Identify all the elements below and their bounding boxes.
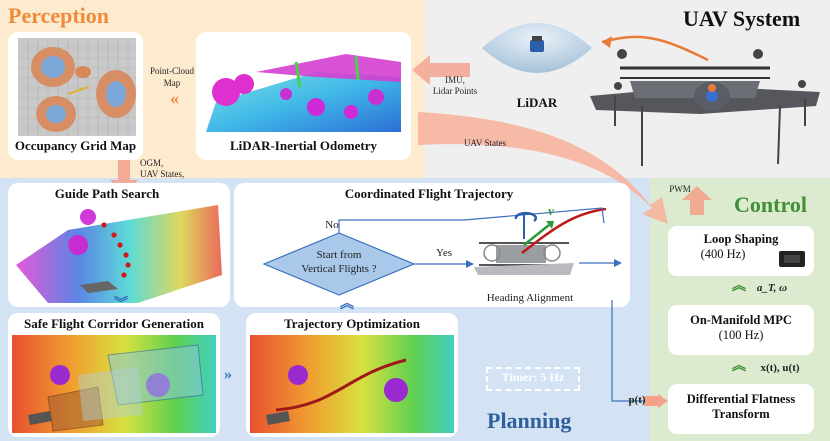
dft-box: Differential Flatness Transform (668, 384, 814, 434)
pointcloud-label-2: Map (163, 78, 181, 88)
sfc-to-traj-chevron: » (224, 366, 232, 383)
mpc-chevron: ︽ (732, 359, 746, 374)
mpc-title: On-Manifold MPC (690, 313, 792, 327)
lio-box: LiDAR-Inertial Odometry (196, 32, 411, 160)
traj-opt-box: Trajectory Optimization (246, 313, 458, 437)
decision-line-1: Start from (316, 249, 362, 261)
at-omega-label: a_T, ω (756, 282, 788, 294)
traj-opt-image (250, 335, 454, 433)
lidar-label: LiDAR (516, 95, 558, 110)
sfc-caption: Safe Flight Corridor Generation (24, 316, 204, 331)
loop-shaping-title: Loop Shaping (703, 232, 779, 246)
pwm-flow-arrow (682, 186, 712, 215)
velocity-symbol: v (548, 203, 554, 218)
ogm-label-2: UAV States, (140, 169, 185, 179)
coordinated-flight-box: Coordinated Flight Trajectory No Yes Sta… (234, 183, 630, 307)
perception-title: Perception (8, 3, 110, 28)
heading-caption: Heading Alignment (486, 292, 574, 304)
uav-states-label: UAV States (464, 138, 506, 148)
lidar-sensor-image (482, 23, 592, 73)
loop-shaping-rate: (400 Hz) (700, 247, 746, 261)
imu-label-1: IMU, (445, 75, 465, 85)
sfc-box: Safe Flight Corridor Generation (8, 313, 220, 437)
traj-to-coordinated-chevron: ︽ (340, 297, 354, 312)
traj-opt-caption: Trajectory Optimization (284, 316, 420, 331)
no-label: No (325, 219, 339, 231)
imu-flow-arrow (412, 55, 470, 85)
sfc-image (12, 335, 216, 433)
planning-title: Planning (487, 408, 572, 433)
timer-label: Timer: 5 Hz (501, 370, 565, 384)
lio-pointcloud-image (206, 54, 401, 132)
pt-label: p(t) (628, 394, 646, 406)
guide-path-box: Guide Path Search (8, 183, 230, 307)
yes-label: Yes (435, 247, 452, 259)
loop-chevron: ︽ (732, 279, 746, 294)
pt-arrow (611, 300, 668, 408)
pointcloud-chevron: « (170, 88, 179, 108)
guide-to-sfc-chevron: ︾ (114, 297, 128, 312)
uav-drone-image (590, 35, 820, 166)
lio-caption: LiDAR-Inertial Odometry (230, 138, 377, 153)
guide-path-image (16, 205, 222, 303)
coordinated-caption: Coordinated Flight Trajectory (344, 186, 514, 201)
occupancy-grid-box: Occupancy Grid Map (8, 32, 143, 160)
dft-title-2: Transform (712, 407, 770, 421)
guide-path-caption: Guide Path Search (54, 186, 160, 201)
timer-badge (486, 367, 580, 391)
coordinated-flow-diagram (262, 207, 622, 296)
ogm-label-1: OGM, (140, 158, 164, 168)
uav-system-title: UAV System (683, 6, 801, 31)
imu-label-2: Lidar Points (432, 86, 478, 96)
uav-states-flow-arrow (418, 112, 668, 224)
decision-line-2: Vertical Flights ? (301, 263, 377, 275)
dft-title-1: Differential Flatness (686, 392, 796, 406)
flight-controller-icon (779, 251, 805, 267)
loop-shaping-box: Loop Shaping (400 Hz) (668, 226, 814, 276)
occupancy-grid-caption: Occupancy Grid Map (14, 138, 137, 153)
mpc-rate: (100 Hz) (718, 328, 764, 342)
control-title: Control (734, 192, 807, 217)
pwm-label: PWM (669, 184, 691, 194)
xu-label: x(t), u(t) (760, 362, 800, 374)
uav-system-panel (425, 0, 830, 178)
occupancy-grid-map-image (18, 38, 136, 136)
mpc-box: On-Manifold MPC (100 Hz) (668, 305, 814, 355)
pointcloud-label-1: Point-Cloud (149, 66, 194, 76)
